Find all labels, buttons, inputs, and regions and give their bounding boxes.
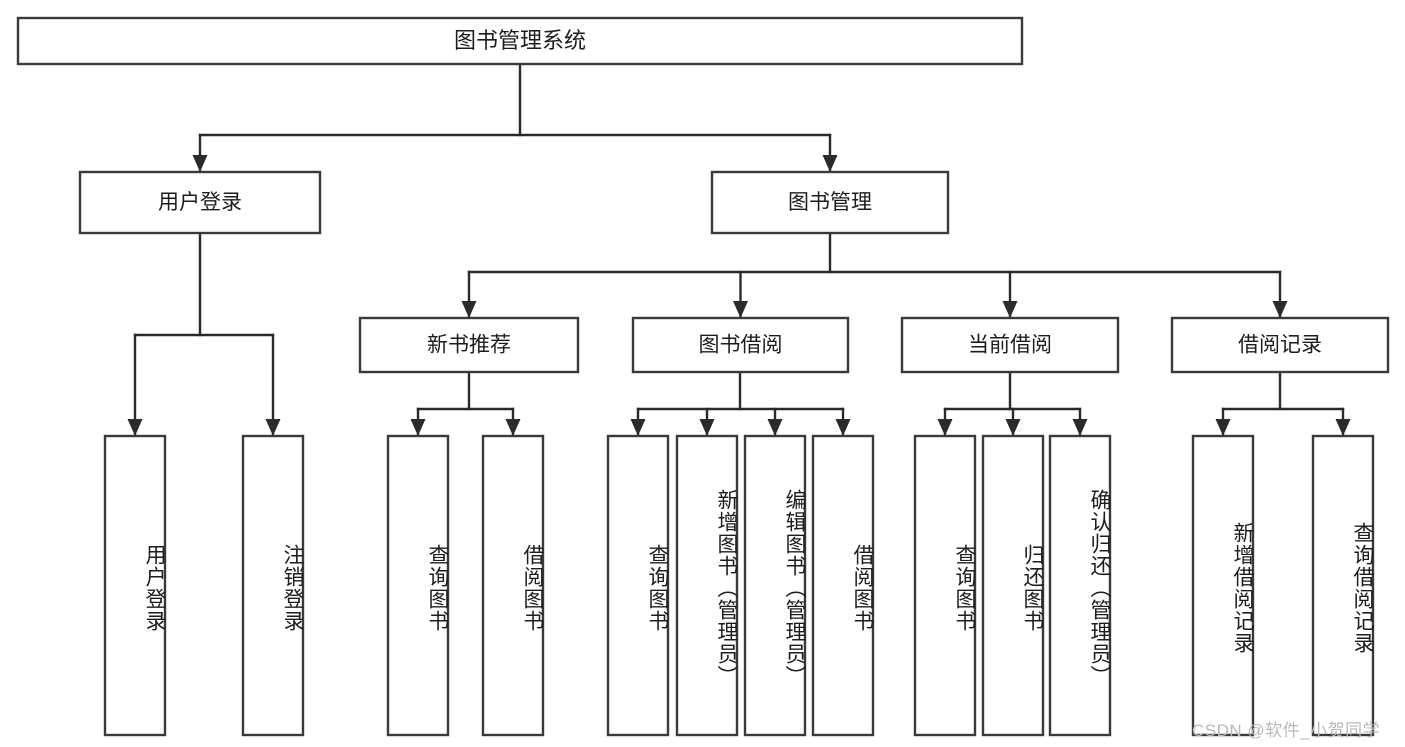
node-leaf-8[interactable]: [913, 434, 977, 737]
book-manage-bus-arrow-icon: [1002, 301, 1018, 318]
node-level2-2[interactable]: [900, 316, 1120, 374]
node-root-system[interactable]: [16, 16, 1024, 66]
node-leaf-3[interactable]: [481, 434, 545, 737]
node-level1-1[interactable]: [710, 170, 950, 235]
root-bus-arrow-icon: [822, 155, 838, 172]
node-level2-0[interactable]: [358, 316, 580, 374]
new-book-bus-arrow-icon: [505, 419, 521, 436]
node-level2-3[interactable]: [1170, 316, 1390, 374]
node-leaf-4[interactable]: [606, 434, 670, 737]
node-level2-1[interactable]: [631, 316, 850, 374]
node-leaf-5[interactable]: [675, 434, 739, 737]
node-leaf-9[interactable]: [981, 434, 1045, 737]
node-leaf-2[interactable]: [386, 434, 450, 737]
node-leaf-12[interactable]: [1311, 434, 1375, 737]
node-leaf-1[interactable]: [241, 434, 305, 737]
csdn-watermark: CSDN @软件_小贺同学: [1192, 721, 1381, 740]
node-leaf-0[interactable]: [103, 434, 167, 737]
node-level2-2-label: 当前借阅: [968, 334, 1052, 357]
node-level2-0-label: 新书推荐: [427, 334, 511, 357]
root-bus-arrow-icon: [192, 155, 208, 172]
node-level1-1-label: 图书管理: [788, 191, 872, 214]
node-level2-3-label: 借阅记录: [1238, 334, 1322, 357]
borrow-bus-arrow-icon: [630, 419, 646, 436]
current-bus-arrow-icon: [937, 419, 953, 436]
borrow-bus-arrow-icon: [699, 419, 715, 436]
node-level1-0[interactable]: [78, 170, 322, 235]
node-leaf-7[interactable]: [811, 434, 875, 737]
borrow-bus-arrow-icon: [767, 419, 783, 436]
box-layer: [16, 16, 1390, 737]
record-bus-arrow-icon: [1215, 419, 1231, 436]
node-leaf-11[interactable]: [1191, 434, 1255, 737]
connector-layer: [127, 62, 1351, 437]
node-leaf-6[interactable]: [743, 434, 807, 737]
node-root-system-label: 图书管理系统: [454, 28, 586, 53]
current-bus-arrow-icon: [1072, 419, 1088, 436]
new-book-bus-arrow-icon: [410, 419, 426, 436]
node-level2-1-label: 图书借阅: [699, 334, 783, 357]
user-login-bus-arrow-icon: [265, 419, 281, 436]
book-manage-bus-arrow-icon: [461, 301, 477, 318]
record-bus-arrow-icon: [1335, 419, 1351, 436]
book-manage-bus-arrow-icon: [1272, 301, 1288, 318]
borrow-bus-arrow-icon: [835, 419, 851, 436]
node-level1-0-label: 用户登录: [158, 191, 242, 214]
node-leaf-10[interactable]: [1048, 434, 1112, 737]
user-login-bus-arrow-icon: [127, 419, 143, 436]
current-bus-arrow-icon: [1005, 419, 1021, 436]
book-manage-bus-arrow-icon: [733, 301, 748, 318]
